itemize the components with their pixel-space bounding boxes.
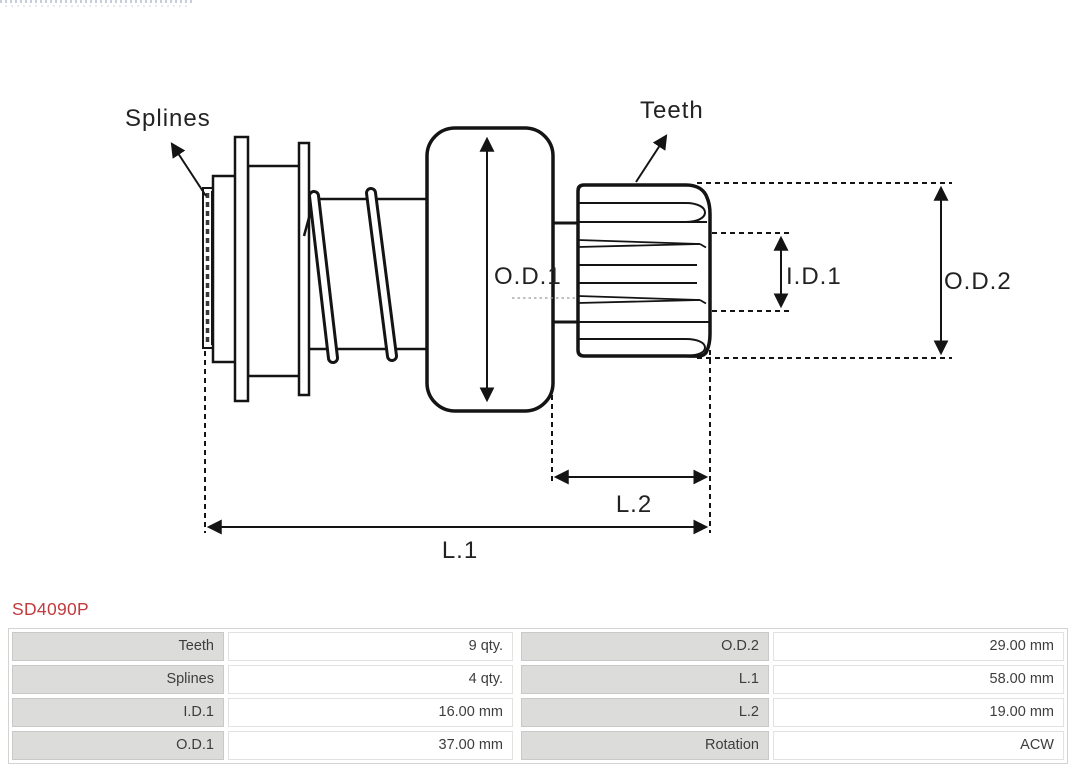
- spec-label: Rotation: [521, 731, 769, 760]
- spec-value: 9 qty.: [228, 632, 513, 661]
- l1-label: L.1: [442, 537, 478, 564]
- spec-value: 37.00 mm: [228, 731, 513, 760]
- table-row: Splines 4 qty. L.1 58.00 mm: [12, 665, 1064, 694]
- od1-label: O.D.1: [494, 263, 562, 290]
- spec-label: O.D.1: [12, 731, 224, 760]
- pinion-gear: [576, 183, 712, 358]
- table-row: Teeth 9 qty. O.D.2 29.00 mm: [12, 632, 1064, 661]
- od1-dimension: O.D.1: [479, 136, 562, 403]
- id1-label: I.D.1: [786, 263, 842, 290]
- spec-value: 29.00 mm: [773, 632, 1064, 661]
- od2-dimension: O.D.2: [697, 182, 1012, 359]
- spec-value: 4 qty.: [228, 665, 513, 694]
- splined-shaft-end: [202, 135, 311, 403]
- od2-label: O.D.2: [944, 268, 1012, 295]
- l2-label: L.2: [616, 491, 652, 518]
- id1-dimension: I.D.1: [712, 232, 842, 312]
- spring: [302, 187, 398, 364]
- cropped-logo-artifact-2: [5, 5, 187, 7]
- spec-table: Teeth 9 qty. O.D.2 29.00 mm Splines 4 qt…: [8, 628, 1068, 764]
- spec-label: L.1: [521, 665, 769, 694]
- teeth-label: Teeth: [640, 97, 704, 124]
- part-number-title: SD4090P: [12, 599, 90, 619]
- spec-value: 19.00 mm: [773, 698, 1064, 727]
- table-row: I.D.1 16.00 mm L.2 19.00 mm: [12, 698, 1064, 727]
- spec-value: 16.00 mm: [228, 698, 513, 727]
- teeth-callout: Teeth: [635, 97, 704, 183]
- spec-value: ACW: [773, 731, 1064, 760]
- spec-label: Splines: [12, 665, 224, 694]
- table-row: O.D.1 37.00 mm Rotation ACW: [12, 731, 1064, 760]
- splines-callout: Splines: [125, 105, 211, 197]
- cropped-logo-artifact: [0, 0, 193, 3]
- l1-dimension: L.1: [204, 351, 709, 564]
- l2-dimension: L.2: [551, 350, 711, 533]
- spec-label: Teeth: [12, 632, 224, 661]
- spec-value: 58.00 mm: [773, 665, 1064, 694]
- spec-label: L.2: [521, 698, 769, 727]
- spec-label: O.D.2: [521, 632, 769, 661]
- splines-label: Splines: [125, 105, 211, 132]
- starter-drive-technical-drawing: O.D.1: [125, 97, 1012, 564]
- spec-label: I.D.1: [12, 698, 224, 727]
